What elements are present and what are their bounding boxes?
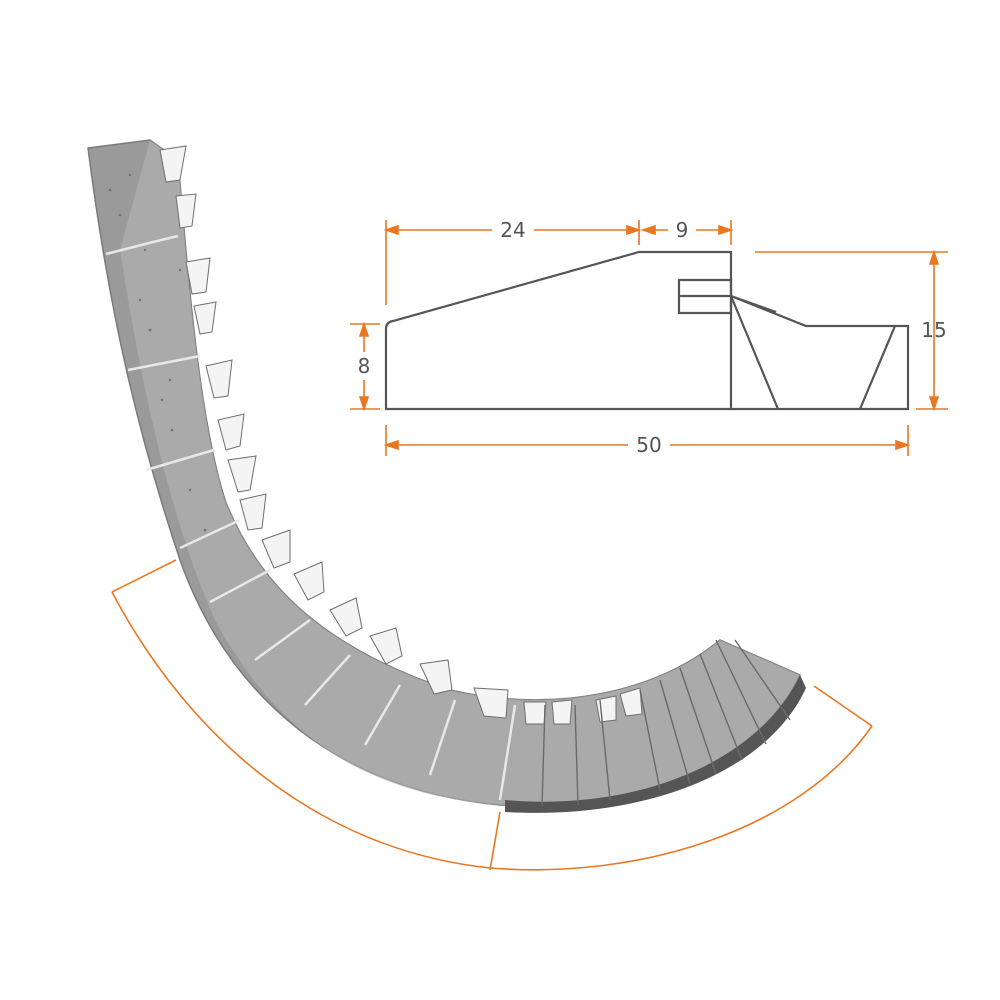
segment-seams <box>105 234 517 801</box>
curve-dimension-arc <box>111 559 873 871</box>
channel-notches <box>159 145 643 725</box>
curved-cable-protector-image <box>87 139 806 813</box>
dimension-labels: 24 9 15 8 50 <box>358 218 947 457</box>
arc-extension-left <box>111 559 177 593</box>
profile-slot <box>677 278 733 315</box>
protector-slope <box>120 140 800 807</box>
profile-dimension-lines <box>350 220 948 456</box>
dim-label-9: 9 <box>676 218 689 242</box>
profile-diagonal-3 <box>858 325 897 410</box>
profile-outline <box>384 250 733 411</box>
protector-bottom-rim <box>505 675 806 813</box>
arc-extension-right <box>813 685 873 727</box>
dim-label-24: 24 <box>500 218 525 242</box>
arc-extension-mid <box>489 811 501 871</box>
arc-right-half <box>489 725 873 871</box>
profile-diagonal-2 <box>730 294 777 314</box>
arc-left-half <box>111 591 491 869</box>
profile-diagonal-1 <box>729 295 780 410</box>
profile-ramp <box>730 294 910 411</box>
cross-section-profile <box>384 250 910 411</box>
surface-texture <box>108 173 207 532</box>
dim-label-50: 50 <box>636 433 661 457</box>
end-fins <box>541 639 791 807</box>
dim-label-15: 15 <box>921 318 946 342</box>
dim-label-8: 8 <box>358 354 371 378</box>
